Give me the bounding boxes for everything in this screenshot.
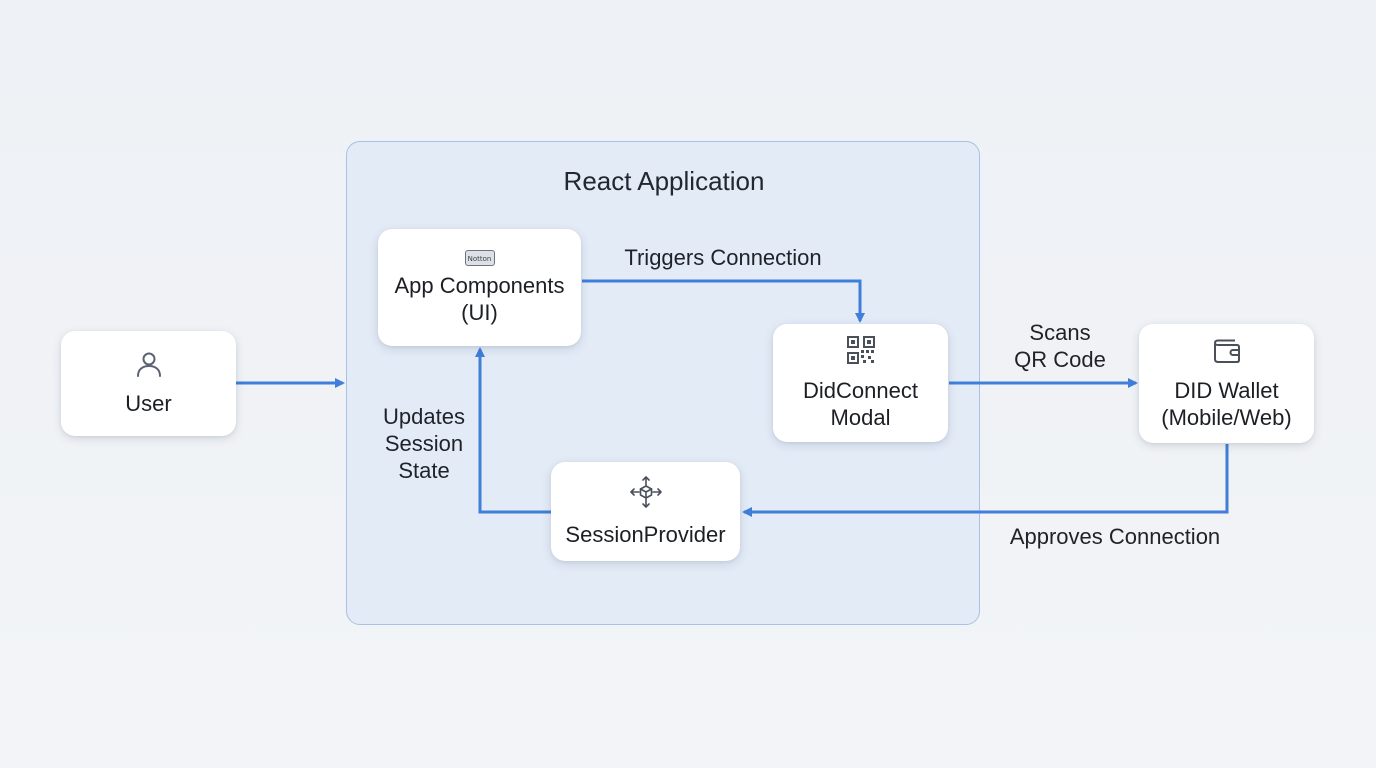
wallet-icon: [1212, 337, 1242, 371]
app-components-node[interactable]: Notton App Components (UI): [378, 229, 581, 346]
app-components-label: App Components (UI): [394, 272, 565, 325]
edge-label-scans-qr-code: Scans QR Code: [1014, 320, 1106, 372]
edge-label-triggers-connection: Triggers Connection: [624, 245, 822, 270]
did-wallet-node[interactable]: DID Wallet (Mobile/Web): [1139, 324, 1314, 443]
button-icon: Notton: [464, 249, 495, 266]
edge-approves-connection: [742, 444, 1229, 517]
session-provider-label: SessionProvider: [565, 522, 726, 547]
edge-triggers-connection: [582, 279, 865, 323]
react-application-title: React Application: [563, 166, 765, 196]
session-provider-node[interactable]: SessionProvider: [551, 462, 740, 561]
move-arrows-icon: [629, 475, 663, 515]
user-label: User: [125, 391, 172, 416]
user-icon: [135, 350, 163, 384]
didconnect-modal-node[interactable]: DidConnect Modal: [773, 324, 948, 442]
edge-updates-session-state: [475, 347, 551, 514]
did-wallet-label: DID Wallet (Mobile/Web): [1161, 377, 1292, 430]
user-node[interactable]: User: [61, 331, 236, 436]
didconnect-modal-label: DidConnect Modal: [803, 378, 918, 430]
qr-code-icon: [846, 335, 876, 371]
edge-label-approves-connection: Approves Connection: [1009, 524, 1221, 549]
edge-label-updates-session-state: Updates Session State: [383, 404, 465, 483]
